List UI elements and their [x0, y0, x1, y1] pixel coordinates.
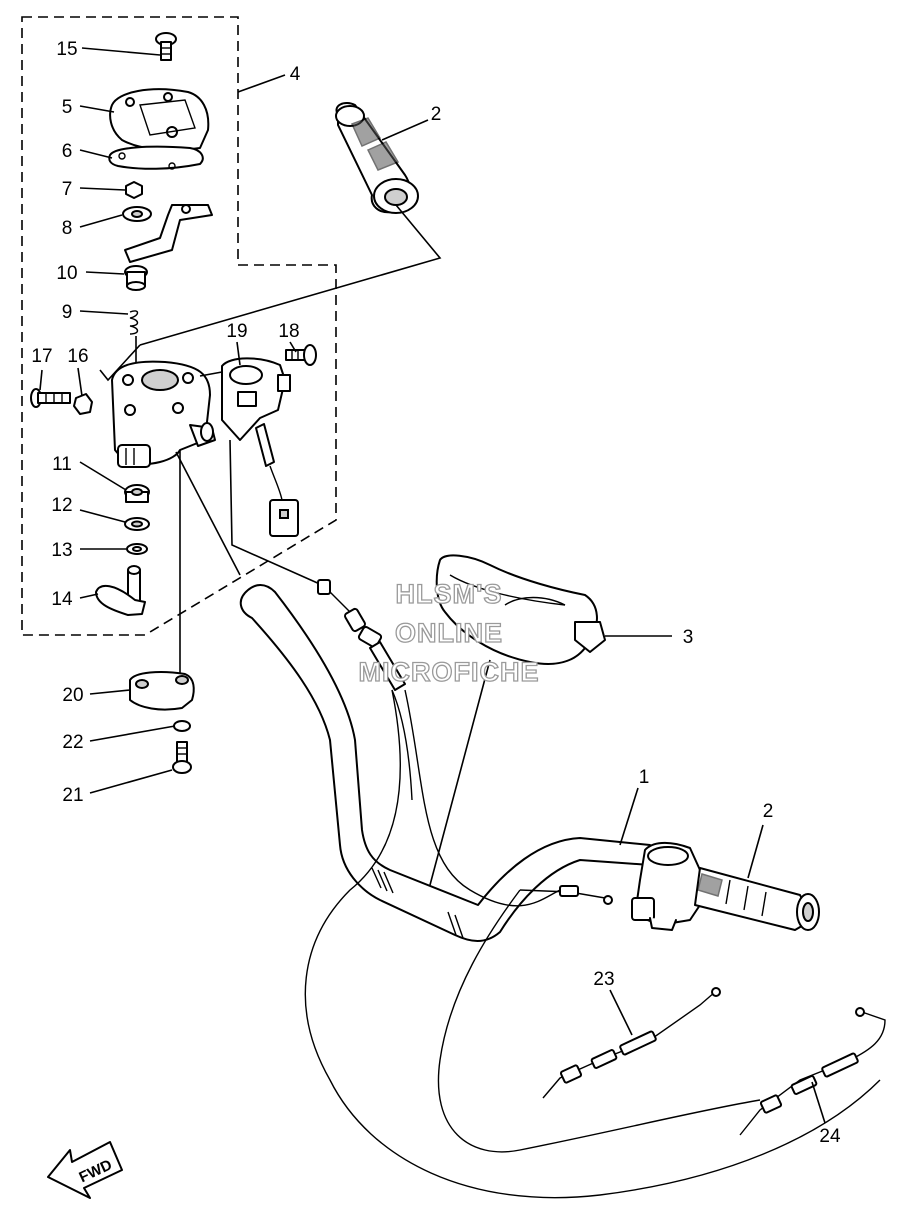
part-16-nut: [73, 393, 93, 415]
callout-21: 21: [62, 785, 83, 806]
callout-2-lower: 2: [763, 801, 774, 822]
assembly-boundary-4: [21, 16, 337, 636]
part-23-cable: [542, 987, 721, 1099]
part-14-lever: [95, 565, 146, 616]
callout-10: 10: [56, 263, 77, 284]
throttle-cable-upper: [317, 579, 413, 801]
part-8-lever: [124, 204, 213, 263]
fwd-arrow-icon: FWD: [47, 1141, 123, 1199]
part-20-clamp: [129, 671, 195, 711]
callout-19: 19: [226, 321, 247, 342]
callout-22: 22: [62, 732, 83, 753]
watermark: HLSM'S ONLINE MICROFICHE: [358, 578, 540, 687]
part-5-cover: [109, 88, 210, 151]
callout-5: 5: [62, 97, 73, 118]
handguard: [429, 554, 606, 886]
callout-11: 11: [52, 454, 72, 475]
grip-right: [694, 867, 820, 931]
part-22-washer: [173, 720, 191, 732]
grip-upper: [139, 102, 442, 346]
part-11-bushing: [124, 484, 150, 503]
right-switch-housing: [631, 842, 701, 931]
watermark-line-2: ONLINE: [395, 618, 503, 648]
callout-6: 6: [62, 141, 73, 162]
callout-9: 9: [62, 302, 73, 323]
part-24-cable: [739, 1007, 886, 1136]
part-7-nut: [125, 181, 143, 199]
throttle-cable-lower: [519, 885, 613, 905]
callout-24: 24: [819, 1126, 841, 1147]
callout-15: 15: [56, 39, 77, 60]
cable-loop: [304, 689, 881, 1199]
callout-23: 23: [593, 969, 614, 990]
callout-4: 4: [290, 64, 301, 85]
throttle-housing: [111, 360, 216, 468]
part-21-screw: [172, 741, 192, 774]
callout-14: 14: [51, 589, 73, 610]
callout-17: 17: [31, 346, 52, 367]
callout-13: 13: [51, 540, 72, 561]
part-19-switch: [221, 357, 299, 537]
part-9-spring: [129, 310, 139, 335]
watermark-line-1: HLSM'S: [396, 579, 503, 609]
callout-labels: 1 2 2 3 4 5 6 7 8 9 10 11 12 13 14 15 16…: [31, 39, 841, 1147]
part-6-gasket: [108, 145, 204, 170]
callout-1: 1: [639, 767, 650, 788]
callout-18: 18: [278, 321, 299, 342]
callout-7: 7: [62, 179, 73, 200]
part-18-screw: [285, 344, 317, 366]
part-17-screw: [30, 388, 71, 408]
callout-2-upper: 2: [431, 104, 442, 125]
leader-lines: [39, 47, 826, 1124]
part-15-screw: [155, 32, 177, 61]
watermark-line-3: MICROFICHE: [359, 657, 540, 687]
callout-12: 12: [51, 495, 72, 516]
handlebar: [239, 584, 651, 942]
part-10-bushing: [124, 265, 148, 291]
callout-20: 20: [62, 685, 83, 706]
callout-3: 3: [683, 627, 694, 648]
callout-16: 16: [67, 346, 88, 367]
callout-8: 8: [62, 218, 73, 239]
